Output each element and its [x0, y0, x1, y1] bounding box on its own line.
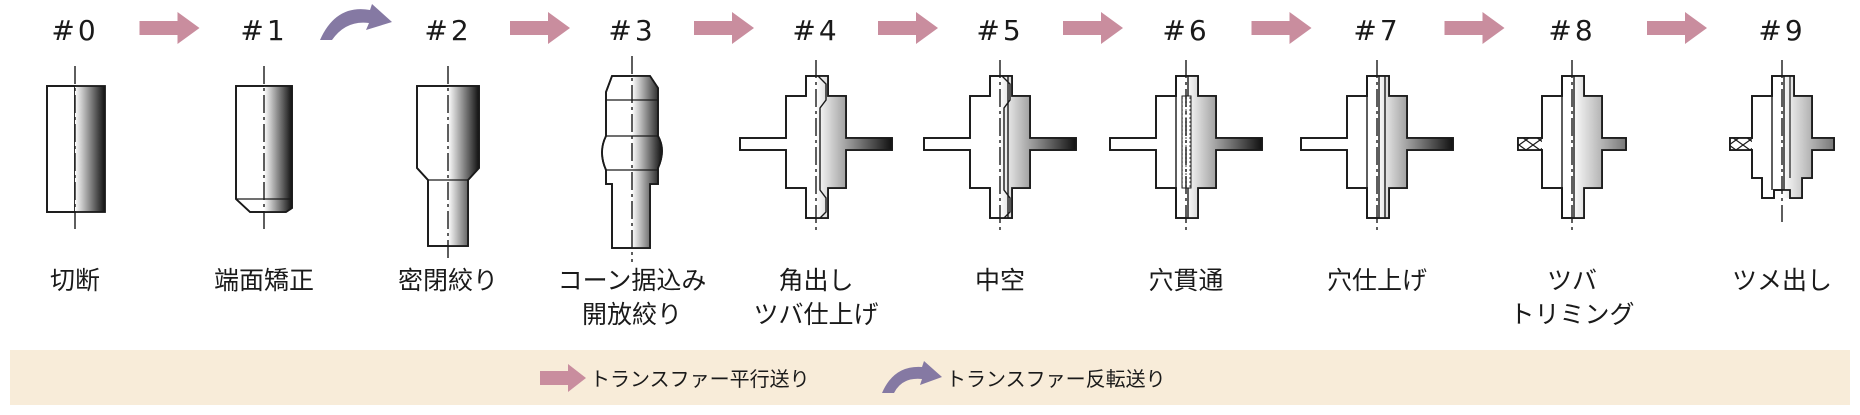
process-label-line: 切断 — [49, 266, 100, 295]
process-label-5: 中空 — [900, 264, 1100, 298]
process-label-line: トリミング — [1509, 300, 1635, 329]
process-label-3: コーン据込み開放絞り — [532, 264, 732, 332]
process-label-2: 密閉絞り — [348, 264, 548, 298]
flip-arrow-icon — [882, 360, 942, 393]
station-id-5: #5 — [976, 14, 1024, 47]
part-drawing-2 — [416, 66, 480, 260]
parallel-arrow-icon — [540, 363, 586, 392]
station-id-9: #9 — [1758, 14, 1806, 47]
legend-flip-label: トランスファー反転送り — [946, 367, 1166, 391]
part-drawing-5 — [923, 60, 1077, 232]
part-drawing-9 — [1729, 60, 1835, 222]
process-label-7: 穴仕上げ — [1277, 264, 1477, 298]
parallel-transfer-arrow-7 — [1444, 12, 1505, 44]
process-label-line: 開放絞り — [581, 300, 682, 329]
part-drawing-4 — [739, 60, 893, 232]
process-label-line: 中空 — [974, 266, 1025, 295]
legend-parallel-label: トランスファー平行送り — [590, 367, 810, 391]
station-id-6: #6 — [1162, 14, 1210, 47]
station-id-8: #8 — [1548, 14, 1596, 47]
legend: トランスファー平行送り トランスファー反転送り — [10, 350, 1850, 405]
part-drawing-0 — [46, 66, 106, 232]
process-label-line: 端面矯正 — [213, 266, 314, 295]
station-id-0: #0 — [51, 14, 99, 47]
station-id-2: #2 — [424, 14, 472, 47]
station-id-4: #4 — [792, 14, 840, 47]
process-label-line: コーン据込み — [557, 266, 707, 295]
process-label-9: ツメ出し — [1682, 264, 1860, 298]
part-drawing-8 — [1517, 60, 1627, 232]
station-id-3: #3 — [608, 14, 656, 47]
station-id-1: #1 — [240, 14, 288, 47]
process-label-line: ツバ仕上げ — [753, 300, 879, 329]
process-label-8: ツバトリミング — [1472, 264, 1672, 332]
parallel-transfer-arrow-3 — [694, 12, 754, 44]
parallel-transfer-arrow-5 — [1063, 12, 1123, 44]
process-label-1: 端面矯正 — [164, 264, 364, 298]
process-label-4: 角出しツバ仕上げ — [716, 264, 916, 332]
process-label-line: 穴貫通 — [1148, 266, 1224, 295]
part-drawing-7 — [1300, 60, 1454, 232]
parallel-transfer-arrow-0 — [139, 12, 200, 44]
parallel-transfer-arrow-4 — [878, 12, 938, 44]
parallel-transfer-arrow-2 — [510, 12, 570, 44]
process-label-line: 角出し — [778, 266, 854, 295]
legend-flip: トランスファー反転送り — [880, 350, 1166, 405]
parallel-transfer-arrow-6 — [1251, 12, 1312, 44]
part-drawing-1 — [235, 66, 293, 232]
process-label-line: ツバ — [1546, 266, 1597, 295]
station-id-7: #7 — [1353, 14, 1401, 47]
flip-transfer-arrow-1 — [320, 4, 392, 40]
process-label-line: 穴仕上げ — [1326, 266, 1427, 295]
process-label-0: 切断 — [0, 264, 175, 298]
process-label-line: 密閉絞り — [397, 266, 498, 295]
part-drawing-6 — [1109, 60, 1263, 232]
process-label-6: 穴貫通 — [1086, 264, 1286, 298]
process-label-line: ツメ出し — [1731, 266, 1832, 295]
parallel-transfer-arrow-8 — [1647, 12, 1707, 44]
legend-parallel: トランスファー平行送り — [540, 350, 810, 405]
part-drawing-3 — [601, 56, 663, 262]
